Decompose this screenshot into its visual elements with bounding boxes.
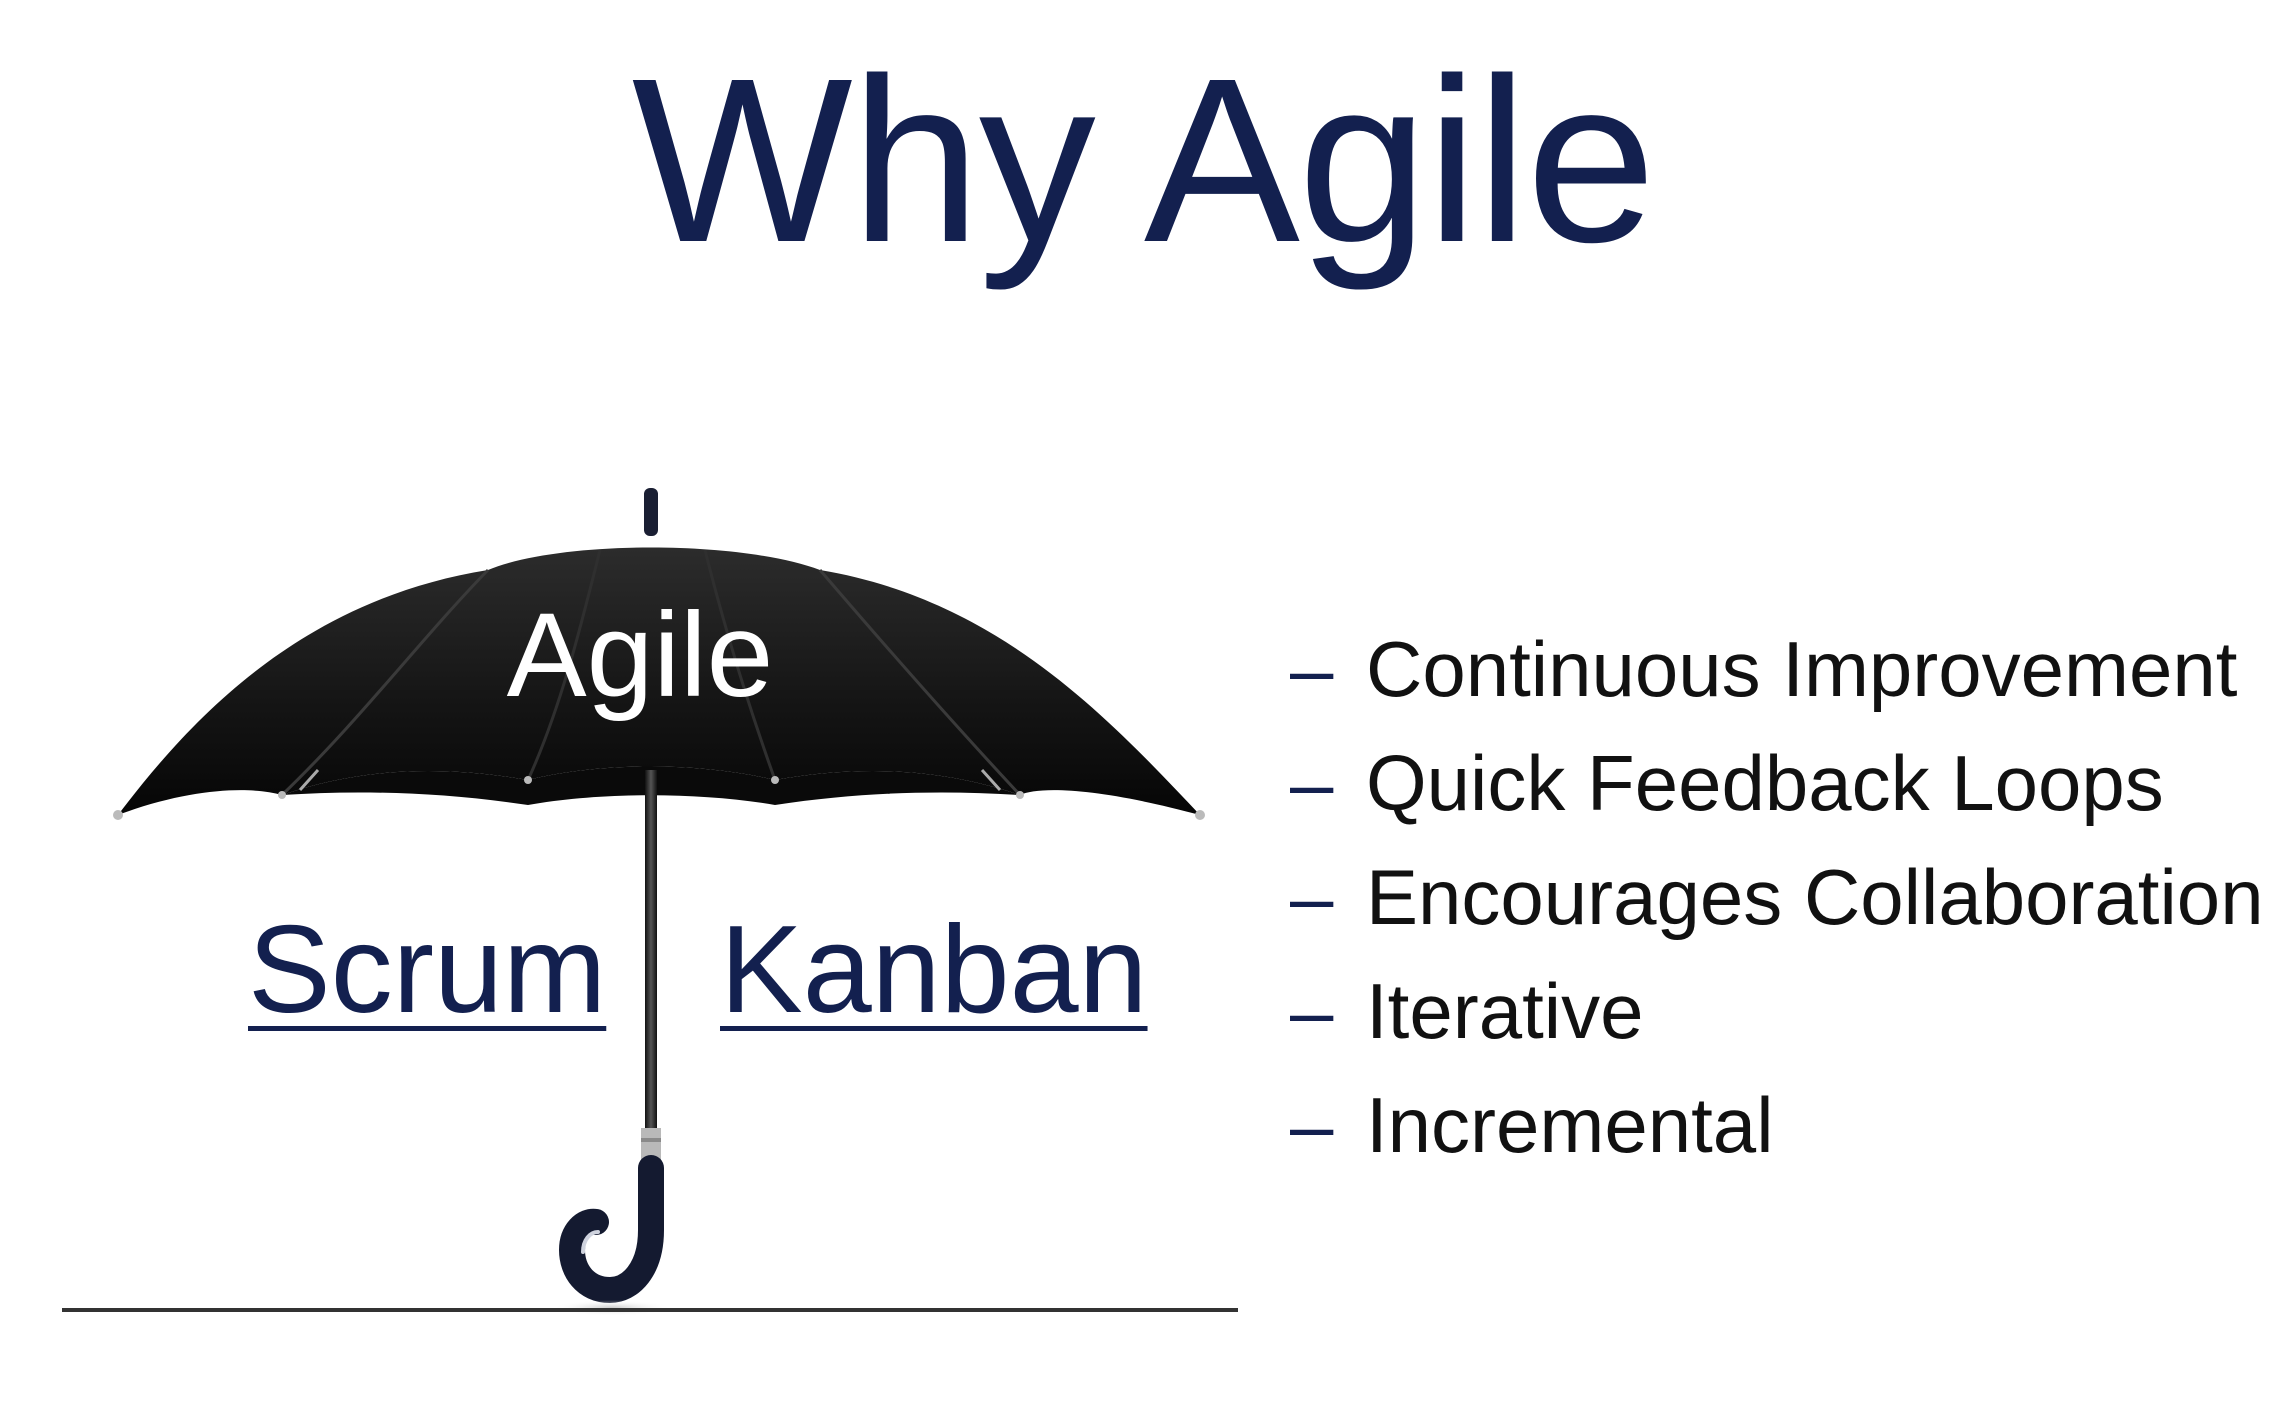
umbrella-stretcher — [298, 768, 320, 792]
umbrella-handle-highlight — [581, 1230, 600, 1254]
umbrella-rib-tip — [771, 776, 779, 784]
bullet-dash: – — [1290, 853, 1334, 941]
umbrella-tip — [644, 488, 658, 536]
bullet-dash: – — [1290, 1081, 1334, 1169]
umbrella-rib — [526, 549, 602, 781]
list-item: – Iterative — [1290, 954, 2264, 1068]
slide-title: Why Agile — [631, 29, 1656, 291]
list-item: – Continuous Improvement — [1290, 612, 2264, 726]
umbrella-stretcher — [980, 768, 1002, 792]
umbrella-rib — [703, 549, 777, 781]
kanban-link[interactable]: Kanban — [720, 901, 1148, 1039]
umbrella-canopy — [118, 547, 1200, 815]
umbrella-rib-tip — [524, 776, 532, 784]
bullet-dash: – — [1290, 625, 1334, 713]
umbrella-rib-tip — [113, 810, 123, 820]
umbrella-handle — [558, 1155, 664, 1304]
bullet-text: Encourages Collaboration — [1366, 853, 2264, 941]
scrum-link[interactable]: Scrum — [248, 901, 607, 1039]
umbrella-rib-tip — [1195, 810, 1205, 820]
bullet-text: Iterative — [1366, 967, 1644, 1055]
umbrella-graphic: Agile Scrum Kanban — [0, 470, 1280, 1350]
umbrella-rib — [818, 569, 1022, 797]
umbrella-icon — [62, 488, 1238, 1316]
umbrella-shaft — [645, 770, 657, 1200]
list-item: – Incremental — [1290, 1068, 2264, 1182]
benefits-list: – Continuous Improvement – Quick Feedbac… — [1290, 612, 2264, 1182]
bullet-text: Quick Feedback Loops — [1366, 739, 2164, 827]
umbrella-ferrule-line — [641, 1138, 661, 1142]
bullet-text: Incremental — [1366, 1081, 1774, 1169]
umbrella-rib-tip — [1016, 791, 1024, 799]
umbrella-rib — [280, 568, 490, 797]
list-item: – Encourages Collaboration — [1290, 840, 2264, 954]
list-item: – Quick Feedback Loops — [1290, 726, 2264, 840]
umbrella-rib-tip — [278, 791, 286, 799]
bullet-dash: – — [1290, 739, 1334, 827]
canopy-label: Agile — [506, 588, 774, 722]
bullet-dash: – — [1290, 967, 1334, 1055]
bullet-text: Continuous Improvement — [1366, 625, 2238, 713]
